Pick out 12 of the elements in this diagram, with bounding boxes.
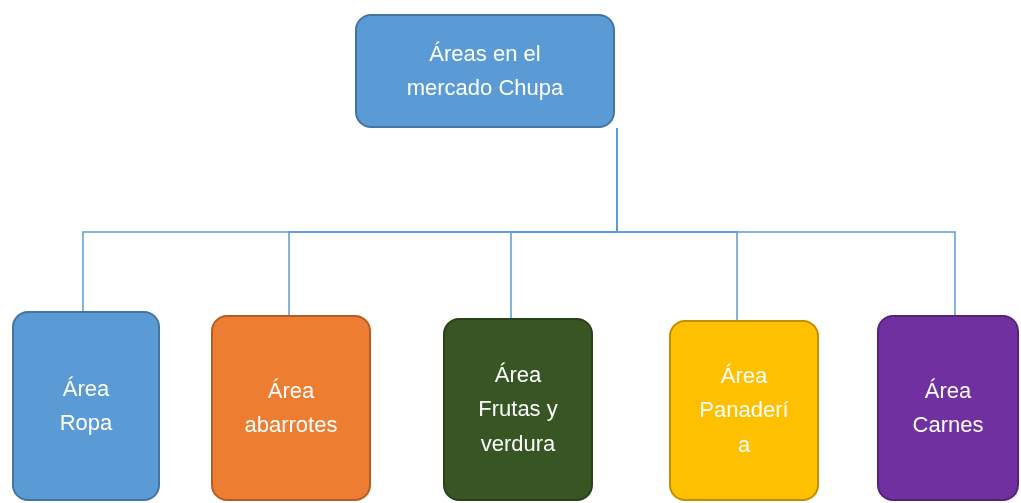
- box-label: Área Carnes: [911, 376, 985, 439]
- box-label: Áreas en el mercado Chupa: [405, 39, 565, 102]
- box-label: Área Panadería: [698, 362, 790, 459]
- rounded-box: [877, 315, 1019, 501]
- rounded-box: [355, 14, 615, 128]
- box-label: Área Ropa: [58, 374, 114, 437]
- rounded-box: [12, 311, 160, 501]
- box-label: Área Frutas y verdura: [477, 361, 559, 458]
- box-label: Área abarrotes: [243, 376, 339, 439]
- rounded-box: [669, 320, 819, 501]
- rounded-box: [211, 315, 371, 501]
- rounded-box: [443, 318, 593, 501]
